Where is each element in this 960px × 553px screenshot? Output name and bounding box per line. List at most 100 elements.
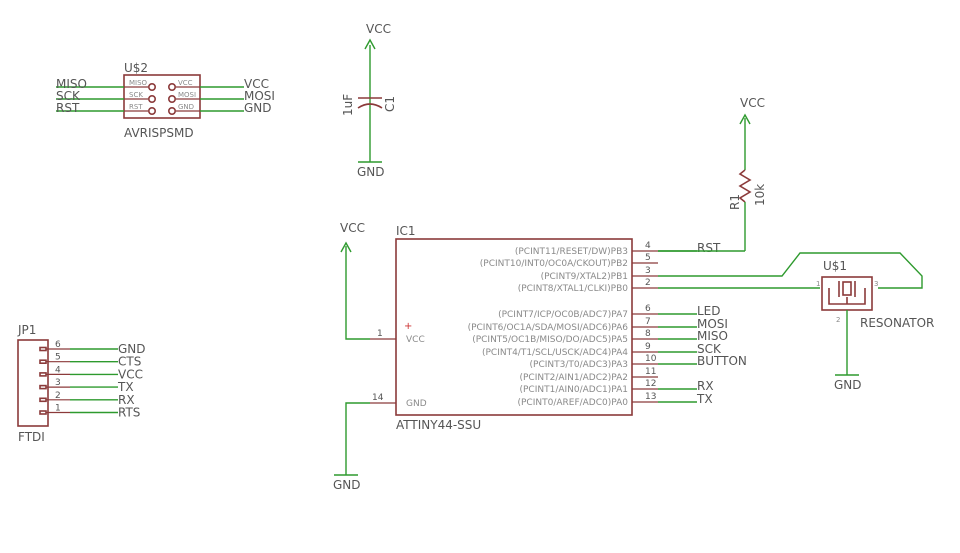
- isp-header-ref: U$2: [124, 61, 148, 75]
- ic-pin-name: (PCINT2/AIN1/ADC2)PA2: [519, 373, 628, 383]
- ic-net-label: BUTTON: [697, 354, 747, 368]
- ic-pin-name: (PCINT9/XTAL2)PB1: [541, 272, 628, 282]
- ic-vcc-wire: [345, 246, 370, 340]
- ic-net-label: MOSI: [697, 317, 728, 331]
- ic-pin-num-vcc: 1: [377, 329, 383, 339]
- ftdi-pin-number: 5: [55, 353, 61, 363]
- isp-pads: [124, 83, 200, 116]
- ic-pin-name: (PCINT11/RESET/DW)PB3: [515, 247, 628, 257]
- res-value: 10k: [753, 184, 767, 206]
- isp-header-body: [123, 74, 201, 119]
- osc-wires: [658, 250, 923, 289]
- ftdi-pin-number: 1: [55, 404, 61, 414]
- cap-ref: C1: [383, 96, 397, 112]
- isp-net-vcc: VCC: [244, 77, 269, 91]
- ic-net-label: TX: [696, 392, 713, 406]
- ftdi-net-label: VCC: [118, 367, 143, 381]
- ic-pin-name: (PCINT4/T1/SCL/USCK/ADC4)PA4: [482, 348, 628, 358]
- ic-gnd-wire: [345, 402, 370, 475]
- ic-pin-name: (PCINT0/AREF/ADC0)PA0: [517, 398, 628, 408]
- ic-net-label: SCK: [697, 342, 722, 356]
- isp-pin-gnd: GND: [178, 103, 194, 111]
- ic-pin-number: 4: [645, 241, 651, 251]
- res-ref: R1: [728, 194, 742, 210]
- resonator-gnd-label: GND: [834, 378, 862, 392]
- ic-pin-vcc: VCC: [406, 335, 425, 345]
- ftdi-pin-pad: [39, 384, 47, 390]
- ic-gnd-label: GND: [333, 478, 361, 492]
- ic-pin-name: (PCINT10/INT0/OC0A/CKOUT)PB2: [480, 259, 628, 269]
- resonator-pin-1: 1: [816, 280, 820, 288]
- ic-pin-number: 5: [645, 253, 651, 263]
- ftdi-value: FTDI: [18, 430, 45, 444]
- cap-value: 1uF: [341, 94, 355, 116]
- ic-pin-number: 2: [645, 278, 651, 288]
- ic-pin-number: 10: [645, 354, 657, 364]
- ftdi-pin-pad: [39, 346, 47, 352]
- ic-pin-number: 8: [645, 329, 651, 339]
- ic-net-label: RST: [697, 241, 721, 255]
- cap-gnd-label: GND: [357, 165, 385, 179]
- vcc-arrow-icon: [340, 241, 352, 253]
- ic-plus-mark: +: [404, 321, 412, 332]
- ftdi-pin-pad: [39, 372, 47, 377]
- isp-net-mosi: MOSI: [244, 89, 275, 103]
- ic-net-label: LED: [697, 304, 721, 318]
- capacitor-c1[interactable]: VCC GND 1uF C1: [341, 22, 397, 179]
- ftdi-pin-pad: [39, 397, 47, 403]
- ic-attiny44[interactable]: IC1 ATTINY44-SSU + VCC GND 1 14 (PCINT11…: [370, 224, 747, 432]
- ftdi-pin-pad: [39, 410, 47, 415]
- isp-header[interactable]: U$2 AVRISPSMD MISO SCK RST VCC MOSI GND: [56, 61, 275, 140]
- resistor-r1[interactable]: VCC R1 10k: [728, 96, 767, 251]
- cap-plate-bottom: [357, 103, 383, 109]
- isp-pin-rst: RST: [129, 103, 143, 111]
- ic-pin-name: (PCINT3/T0/ADC3)PA3: [530, 360, 628, 370]
- ic-right-pins: (PCINT11/RESET/DW)PB3 4 RST (PCINT10/INT0/O…: [468, 241, 747, 408]
- xtal2-wire: [658, 252, 923, 289]
- ftdi-pin-pad: [39, 359, 47, 365]
- resonator-pin-3: 3: [874, 280, 878, 288]
- ic-pin-number: 9: [645, 342, 651, 352]
- ic-pin-number: 3: [645, 266, 651, 276]
- ftdi-ref: JP1: [17, 323, 36, 337]
- ic-net-label: RX: [697, 379, 714, 393]
- ic-pin-number: 13: [645, 392, 656, 402]
- ic-net-label: MISO: [697, 329, 728, 343]
- ftdi-body: [17, 339, 49, 427]
- ic-pin-number: 12: [645, 379, 656, 389]
- ic-pin-gnd: GND: [406, 399, 427, 409]
- resistor-zigzag-icon: [738, 169, 752, 203]
- isp-net-miso: MISO: [56, 77, 87, 91]
- isp-wires: [56, 86, 244, 112]
- ftdi-pin-number: 6: [55, 340, 61, 350]
- res-vcc-label: VCC: [740, 96, 765, 110]
- ic-pin-name: (PCINT1/AIN0/ADC1)PA1: [519, 385, 628, 395]
- ic-pin-name: (PCINT5/OC1B/MISO/DO/ADC5)PA5: [472, 335, 628, 345]
- ftdi-net-label: GND: [118, 342, 146, 356]
- vcc-arrow-icon: [364, 38, 376, 50]
- isp-pin-mosi: MOSI: [178, 91, 196, 99]
- ic-pin-name: (PCINT6/OC1A/SDA/MOSI/ADC6)PA6: [468, 323, 629, 333]
- resonator-pin-2: 2: [836, 316, 840, 324]
- ftdi-net-label: TX: [117, 380, 134, 394]
- ftdi-pin-number: 2: [55, 391, 61, 401]
- isp-pin-miso: MISO: [129, 79, 148, 87]
- ic-ref: IC1: [396, 224, 416, 238]
- ic-power-wires: VCC GND: [333, 221, 370, 492]
- isp-net-rst: RST: [56, 101, 80, 115]
- isp-net-sck: SCK: [56, 89, 81, 103]
- isp-pin-vcc: VCC: [178, 79, 193, 87]
- cap-vcc-label: VCC: [366, 22, 391, 36]
- resonator-value: RESONATOR: [860, 316, 934, 330]
- ftdi-pin-number: 4: [55, 365, 61, 375]
- resonator[interactable]: U$1 1 2 3 RESONATOR GND: [816, 259, 934, 392]
- resonator-ref: U$1: [823, 259, 847, 273]
- ftdi-pin-number: 3: [55, 378, 61, 388]
- ic-pin-number: 11: [645, 367, 656, 377]
- ic-pin-number: 7: [645, 317, 651, 327]
- ic-vcc-label: VCC: [340, 221, 365, 235]
- isp-net-gnd: GND: [244, 101, 272, 115]
